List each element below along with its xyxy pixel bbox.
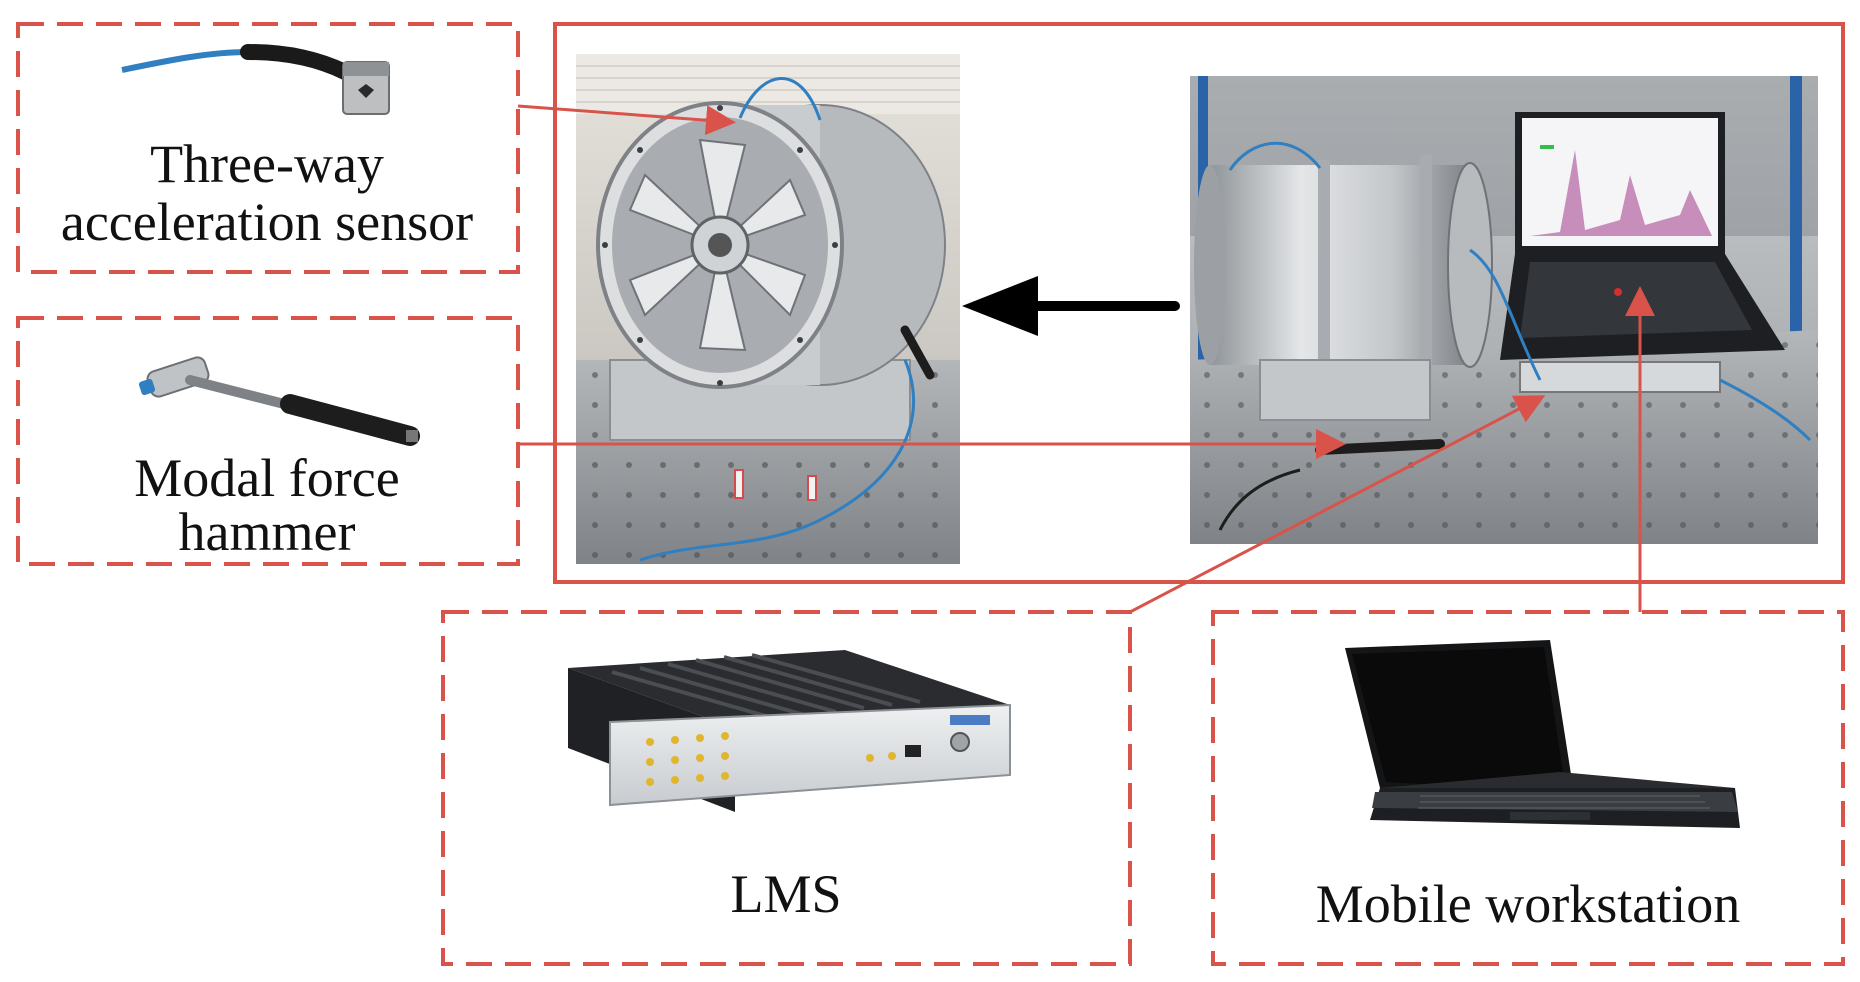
sensor-label-line2: acceleration sensor [61, 192, 473, 252]
experiment-frame [553, 22, 1845, 584]
sensor-label-line1: Three-way [150, 134, 384, 194]
workstation-label: Mobile workstation [1316, 874, 1740, 934]
sensor-frame [16, 22, 520, 274]
hammer-label-line1: Modal force [134, 448, 399, 508]
workstation-frame [1211, 610, 1845, 966]
lms-connector-arrow [1129, 395, 1546, 614]
laptop-in-photo [1500, 112, 1785, 360]
transition-arrow [962, 276, 1180, 336]
hammer-frame [16, 316, 520, 566]
modal-force-hammer-image [138, 356, 420, 446]
hammer-label-line2: hammer [179, 502, 356, 562]
acceleration-sensor-image [121, 44, 390, 115]
test-rig-front-photo [576, 54, 960, 564]
sensor-connector-arrow [517, 104, 736, 136]
test-rig-side-photo [1190, 76, 1818, 544]
lms-device-image [568, 650, 1011, 812]
lms-frame [441, 610, 1132, 966]
lms-label: LMS [730, 864, 841, 924]
mobile-workstation-image [1345, 640, 1740, 828]
